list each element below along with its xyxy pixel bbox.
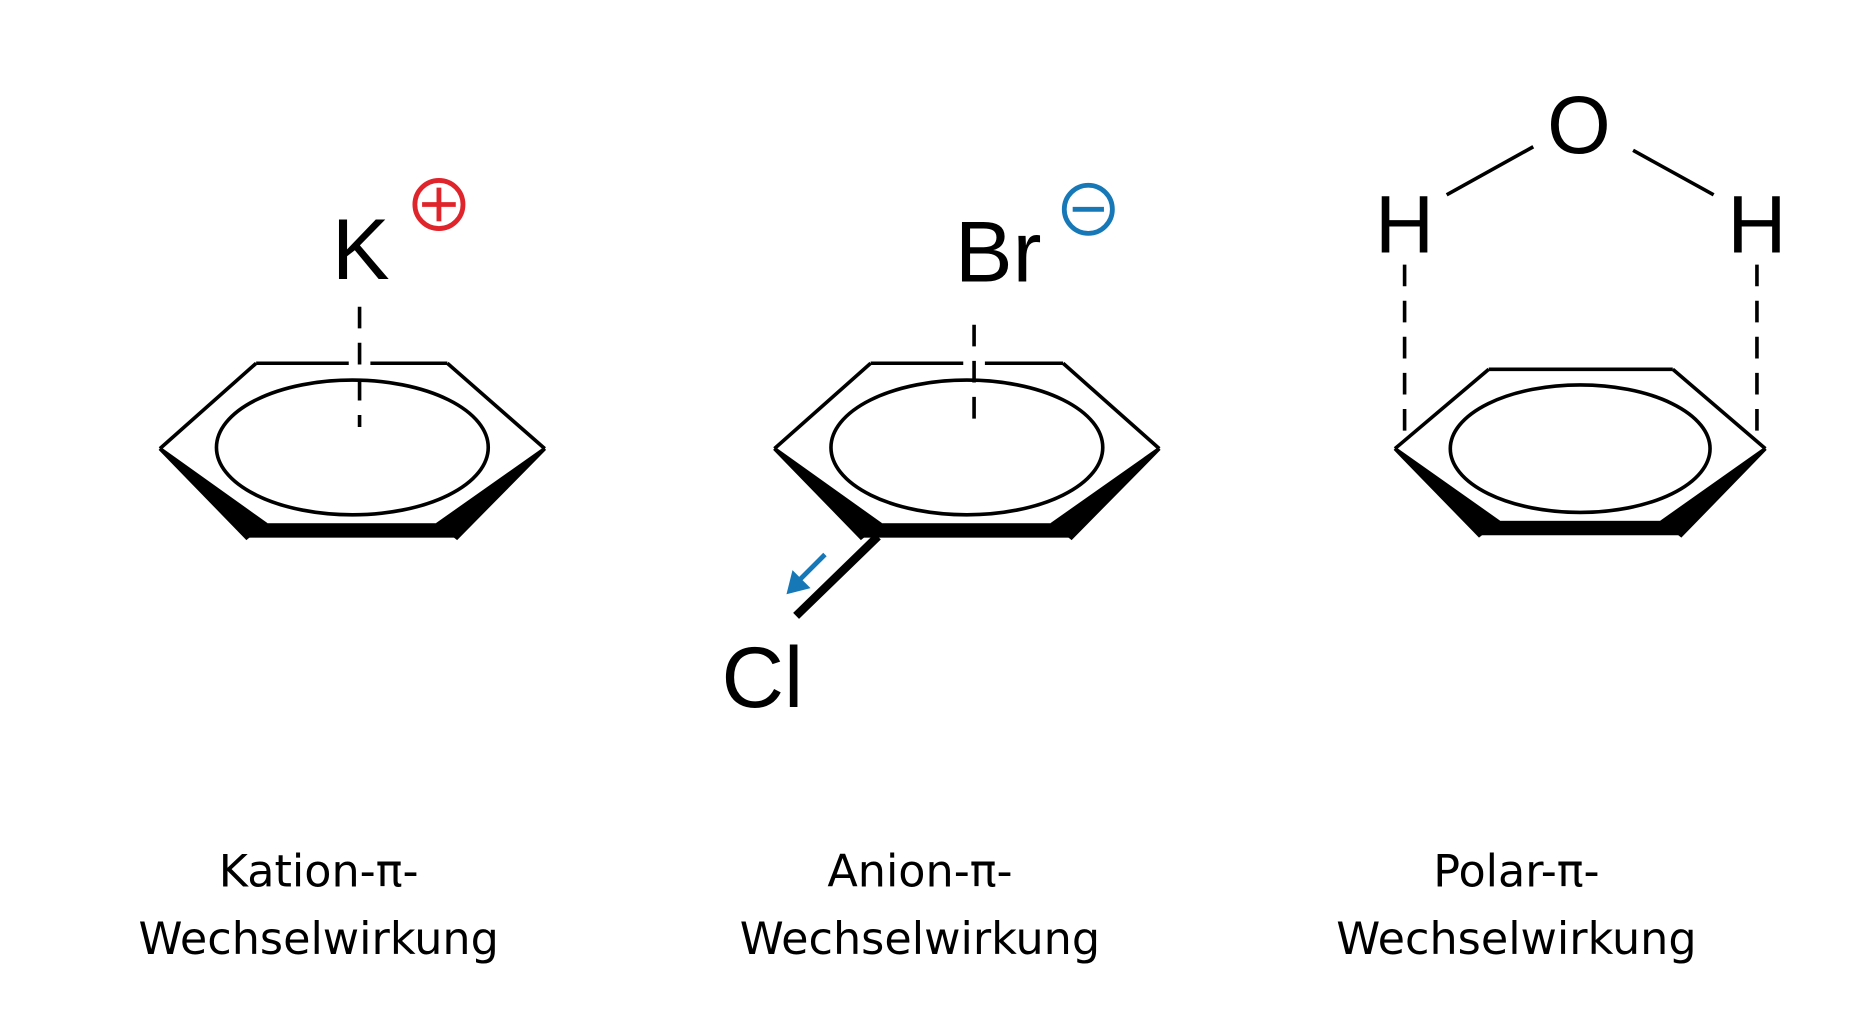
negative-charge-icon [1061, 182, 1115, 236]
o-h-bond-left [1445, 145, 1535, 197]
chlorine-atom: Cl [722, 630, 804, 726]
c-cl-bond [793, 533, 881, 619]
o-h-bond-right [1632, 148, 1715, 197]
bromine-atom: Br [955, 204, 1042, 300]
benzene-ring [158, 361, 547, 541]
anion-pi-panel: Br Cl [722, 182, 1161, 726]
polar-pi-label-line1: Polar-π- [1433, 846, 1599, 897]
hydrogen-atom-left: H [1375, 180, 1434, 271]
benzene-ring [773, 361, 1161, 541]
potassium-atom: K [332, 202, 390, 298]
anion-pi-label-line1: Anion-π- [827, 846, 1012, 897]
cation-pi-label-line1: Kation-π- [219, 846, 419, 897]
anion-pi-label-line2: Wechselwirkung [740, 914, 1100, 965]
benzene-ring [1393, 367, 1767, 538]
oxygen-atom: O [1547, 80, 1611, 171]
polar-pi-panel: O H H [1375, 80, 1786, 538]
dipole-arrow-icon [786, 552, 827, 595]
positive-charge-icon [412, 178, 466, 231]
hydrogen-atom-right: H [1727, 180, 1786, 271]
polar-pi-label-line2: Wechselwirkung [1336, 914, 1696, 965]
cation-pi-label-line2: Wechselwirkung [139, 914, 499, 965]
cation-pi-panel: K [158, 178, 547, 541]
